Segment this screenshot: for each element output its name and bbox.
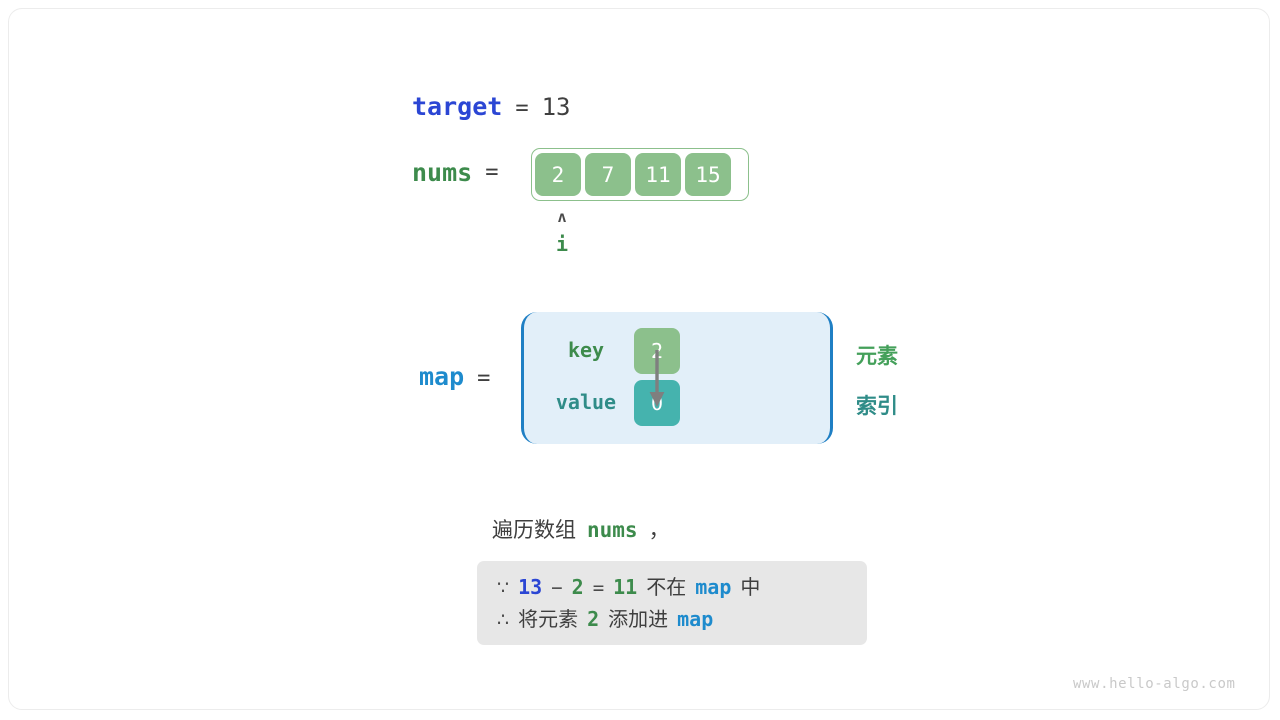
index-pointer-label: i <box>555 232 569 256</box>
caption-prefix-text: 遍历数组 <box>492 518 576 542</box>
caption-variable: nums <box>587 518 638 542</box>
map-value-row-label: value <box>555 390 617 414</box>
reasoning-map-reference: map <box>695 575 732 599</box>
map-value-cell: 0 <box>634 380 680 426</box>
reasoning-map-target: map <box>677 607 714 631</box>
nums-array-container: 2 7 11 15 <box>531 148 749 201</box>
array-cell: 2 <box>535 153 581 196</box>
reasoning-not-in-text: 不在 <box>646 575 687 599</box>
reasoning-target-value: 13 <box>518 575 543 599</box>
reasoning-box: ∵ 13 − 2 = 11 不在 map 中 ∴ 将元素 2 添加进 map <box>477 561 867 645</box>
reasoning-added-element: 2 <box>587 607 600 631</box>
reasoning-minus-sign: − <box>551 577 563 599</box>
reasoning-line-because: ∵ 13 − 2 = 11 不在 map 中 <box>497 571 847 603</box>
target-equals-sign: = <box>515 96 529 121</box>
map-variable-label: map <box>419 362 465 391</box>
array-cell: 15 <box>685 153 731 196</box>
reasoning-add-element-text: 将元素 <box>518 607 579 631</box>
legend-index-label: 索引 <box>856 394 898 418</box>
reasoning-in-particle: 中 <box>740 575 761 599</box>
array-cell: 7 <box>585 153 631 196</box>
caption-row: 遍历数组 nums ， <box>492 514 670 544</box>
reasoning-complement-value: 11 <box>613 575 638 599</box>
caption-suffix-text: ， <box>648 518 670 542</box>
map-key-cell: 2 <box>634 328 680 374</box>
because-symbol-icon: ∵ <box>497 577 510 599</box>
therefore-symbol-icon: ∴ <box>497 609 510 631</box>
watermark: www.hello-algo.com <box>1073 676 1236 692</box>
index-pointer-caret-icon: ʌ <box>557 208 567 226</box>
reasoning-equals-sign: = <box>592 577 605 599</box>
target-value: 13 <box>541 93 571 121</box>
map-key-row-label: key <box>567 338 605 362</box>
map-assignment-row: map = <box>419 362 490 391</box>
nums-equals-sign: = <box>485 160 499 185</box>
target-variable-label: target <box>412 92 503 121</box>
nums-variable-label: nums <box>412 158 473 187</box>
reasoning-current-element: 2 <box>571 575 584 599</box>
map-equals-sign: = <box>477 366 491 391</box>
legend-element-label: 元素 <box>856 344 898 368</box>
nums-assignment-row: nums = <box>412 158 498 187</box>
reasoning-add-into-text: 添加进 <box>608 607 669 631</box>
target-assignment-row: target = 13 <box>412 92 570 121</box>
reasoning-line-therefore: ∴ 将元素 2 添加进 map <box>497 603 847 635</box>
array-cell: 11 <box>635 153 681 196</box>
